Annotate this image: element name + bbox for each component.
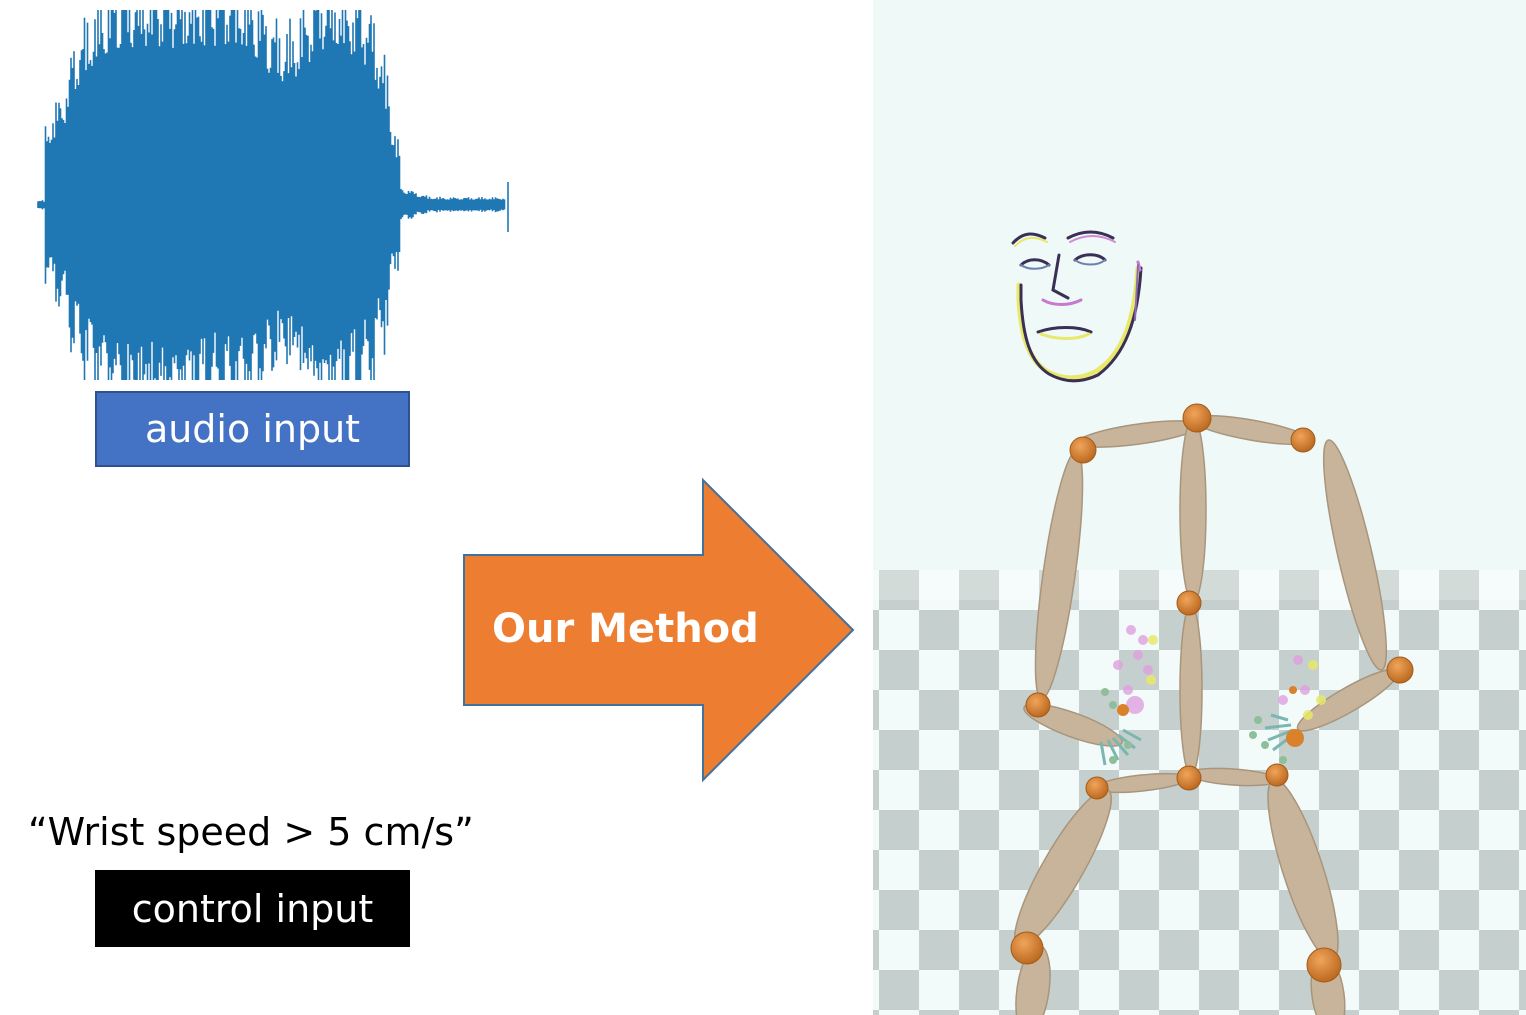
joint-left-knee <box>1010 931 1044 965</box>
audio-waveform <box>37 10 509 380</box>
audio-input-label: audio input <box>95 391 410 467</box>
joint-left-hip <box>1085 776 1109 800</box>
face-landmarks <box>1011 230 1143 383</box>
joint-neck <box>1182 403 1212 433</box>
skeleton-joints <box>1010 403 1414 983</box>
joint-right-knee <box>1306 947 1342 983</box>
waveform-path <box>37 10 509 380</box>
control-condition-text: “Wrist speed > 5 cm/s” <box>28 810 474 854</box>
joint-left-shoulder <box>1069 436 1097 464</box>
arrow-shape <box>463 477 855 783</box>
joint-pelvis <box>1176 765 1202 791</box>
joint-left-elbow <box>1025 692 1051 718</box>
hand-landmarks <box>1099 625 1326 766</box>
method-label: Our Method <box>492 606 759 652</box>
control-input-label: control input <box>95 870 410 947</box>
joint-spine <box>1176 590 1202 616</box>
method-arrow <box>463 477 855 783</box>
joint-right-hip <box>1265 763 1289 787</box>
joint-right-shoulder <box>1290 427 1316 453</box>
skeleton-render <box>873 0 1526 1015</box>
joint-right-elbow <box>1386 656 1414 684</box>
